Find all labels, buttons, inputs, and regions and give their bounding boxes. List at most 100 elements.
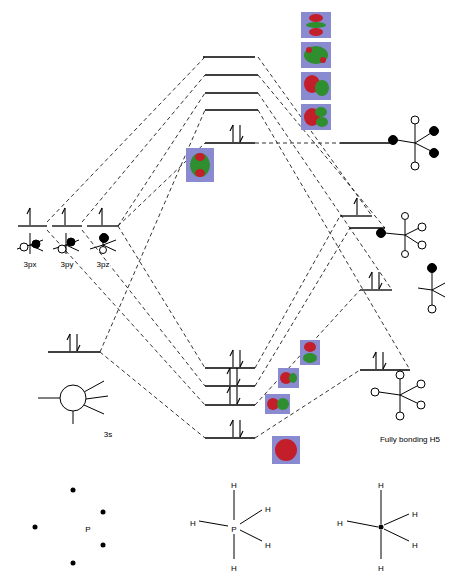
orbital-label: Fully bonding H5 [379, 436, 441, 444]
bond-line [384, 529, 409, 541]
correlation-line [82, 230, 205, 386]
salc-sketch [371, 388, 379, 396]
electron-arrow [354, 198, 357, 215]
orbital-sketch [38, 398, 60, 399]
electron-arrow [240, 420, 243, 437]
orbital-label-holder: 3px [23, 253, 38, 271]
correlation-line [255, 290, 360, 405]
orbital-label-holder: Fully bonding H5 [379, 428, 441, 446]
atom-label-holder: P [230, 518, 237, 536]
orbital-label-holder: 3pz [96, 253, 111, 271]
mo-picture [289, 373, 297, 383]
bond-line [240, 510, 262, 524]
mo-picture [300, 340, 320, 365]
bond-line [199, 490, 409, 559]
orbital-label: 3pz [96, 261, 111, 269]
mo-picture [303, 353, 317, 363]
atom-label-holder: H [264, 534, 272, 552]
electron-arrow [230, 420, 233, 437]
mo-picture [304, 46, 328, 64]
salc-sketch [432, 273, 433, 290]
correlation-line [255, 228, 350, 386]
electron-arrow [67, 334, 70, 351]
bond-line [381, 530, 382, 559]
mo-picture [304, 342, 316, 352]
energy-level [340, 142, 390, 143]
salc-sketch [418, 223, 426, 231]
atom-label: P [84, 526, 91, 534]
salc-sketch [418, 288, 432, 290]
lone-electron-dot [33, 525, 38, 530]
mo-picture [320, 57, 326, 63]
electron-arrow [230, 125, 233, 142]
orbital-sketch [73, 411, 74, 424]
salc-sketch [396, 412, 404, 420]
mo-picture [265, 394, 290, 414]
atom-label-holder: H [189, 512, 197, 530]
energy-level [205, 404, 255, 405]
energy-level [205, 92, 258, 93]
correlation-line [258, 93, 392, 290]
orbital-label: 3py [60, 261, 75, 269]
atom-label-holder: H [377, 474, 385, 492]
atom-label-holder: P [84, 518, 91, 536]
orbital-sketch [84, 381, 104, 392]
orbital-sketch [67, 238, 75, 246]
mo-picture [190, 153, 210, 177]
salc-sketch [430, 127, 439, 136]
mo-picture [301, 12, 331, 38]
salc-sketch [428, 264, 437, 273]
mo-picture [301, 104, 331, 130]
electron-arrow [237, 387, 240, 404]
bond-line [381, 490, 382, 524]
electron-arrow [27, 125, 386, 437]
salc-sketch [400, 379, 401, 395]
mo-picture [301, 72, 331, 100]
bond-line [234, 534, 235, 559]
salc-sketch [377, 229, 386, 238]
electron-arrow [227, 368, 230, 385]
bond-line [199, 521, 228, 526]
atom-label: H [189, 520, 197, 528]
electron-arrow [230, 350, 233, 367]
mo-picture [195, 169, 205, 177]
mo-picture [306, 22, 326, 28]
correlation-line [47, 57, 410, 438]
energy-level [18, 57, 410, 438]
salc-sketch [371, 116, 445, 420]
atom-label-holder: H [411, 534, 419, 552]
electron-arrow [227, 387, 230, 404]
energy-level [205, 437, 255, 438]
salc-sketch [430, 149, 439, 158]
center-dot [379, 525, 384, 530]
mo-picture [315, 80, 329, 96]
atom-label-holder: H [230, 474, 238, 492]
electron-arrow [27, 208, 30, 225]
bond-line [234, 490, 235, 520]
atom-label-holder: H [377, 557, 385, 575]
salc-sketch [415, 133, 431, 143]
energy-level [360, 369, 410, 370]
atom-label-holder: H [411, 503, 419, 521]
energy-level [340, 215, 372, 216]
atom-label: H [264, 506, 272, 514]
atom-label: H [377, 482, 385, 490]
atom-label-holder: H [264, 498, 272, 516]
correlation-line [47, 230, 205, 405]
electron-arrow [99, 208, 102, 225]
lone-electron-dot [33, 488, 106, 566]
atom-label: H [377, 565, 385, 573]
lone-electron-dot [71, 488, 76, 493]
energy-level [205, 109, 258, 110]
orbital-sketch [30, 233, 31, 245]
salc-sketch [415, 124, 416, 143]
lone-electron-dot [101, 543, 106, 548]
electron-arrow [379, 272, 382, 289]
atom-label: H [230, 482, 238, 490]
salc-sketch [405, 220, 406, 235]
orbital-sketch [17, 233, 116, 424]
salc-sketch [400, 395, 417, 403]
correlation-line [100, 110, 205, 352]
mo-picture [272, 436, 300, 464]
correlation-line [255, 216, 340, 368]
